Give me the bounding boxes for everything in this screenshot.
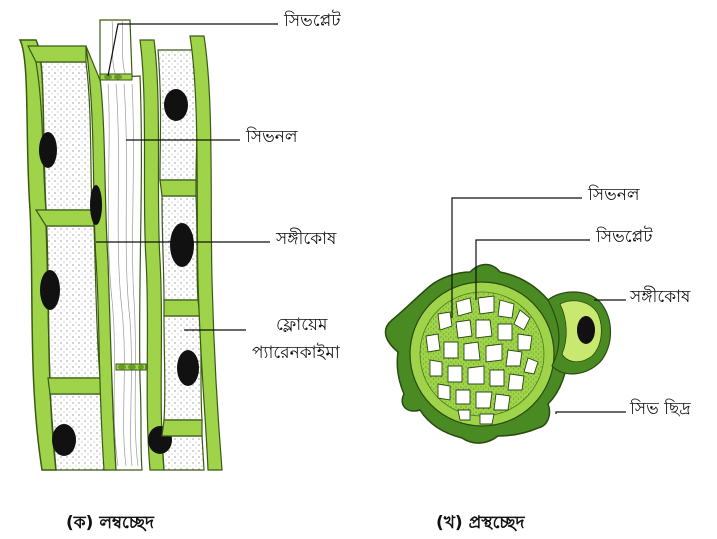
nucleus [177,350,199,386]
label-sieve-plate: সিভপ্লেট [284,12,340,32]
nucleus [39,132,57,168]
label-phloem-parenchyma-1: ফ্লোয়েম [276,316,328,336]
label-companion-cell: সঙ্গীকোষ [276,230,336,250]
companion-nucleus-transverse [577,316,595,344]
nucleus [170,223,194,267]
label-sieve-tube: সিভনল [246,128,298,148]
sieve-plate-lower [116,364,146,370]
companion-nucleus [90,185,102,225]
caption-transverse: (খ) প্রস্থচ্ছেদ [436,510,524,538]
nucleus [52,424,76,456]
nucleus [40,270,60,310]
nucleus [164,89,188,121]
sieve-plate-upper [100,74,132,80]
label-sieve-pore: সিভ ছিদ্র [630,400,691,420]
label-phloem-parenchyma-2: প্যারেনকাইমা [252,344,340,364]
label-cross-sieve-tube: সিভনল [588,186,640,206]
transverse-section [385,265,610,444]
label-cross-companion-cell: সঙ্গীকোষ [630,288,690,308]
longitudinal-section [20,20,222,470]
caption-longitudinal: (ক) লম্বচ্ছেদ [66,510,154,538]
label-cross-sieve-plate: সিভপ্লেট [596,228,652,248]
